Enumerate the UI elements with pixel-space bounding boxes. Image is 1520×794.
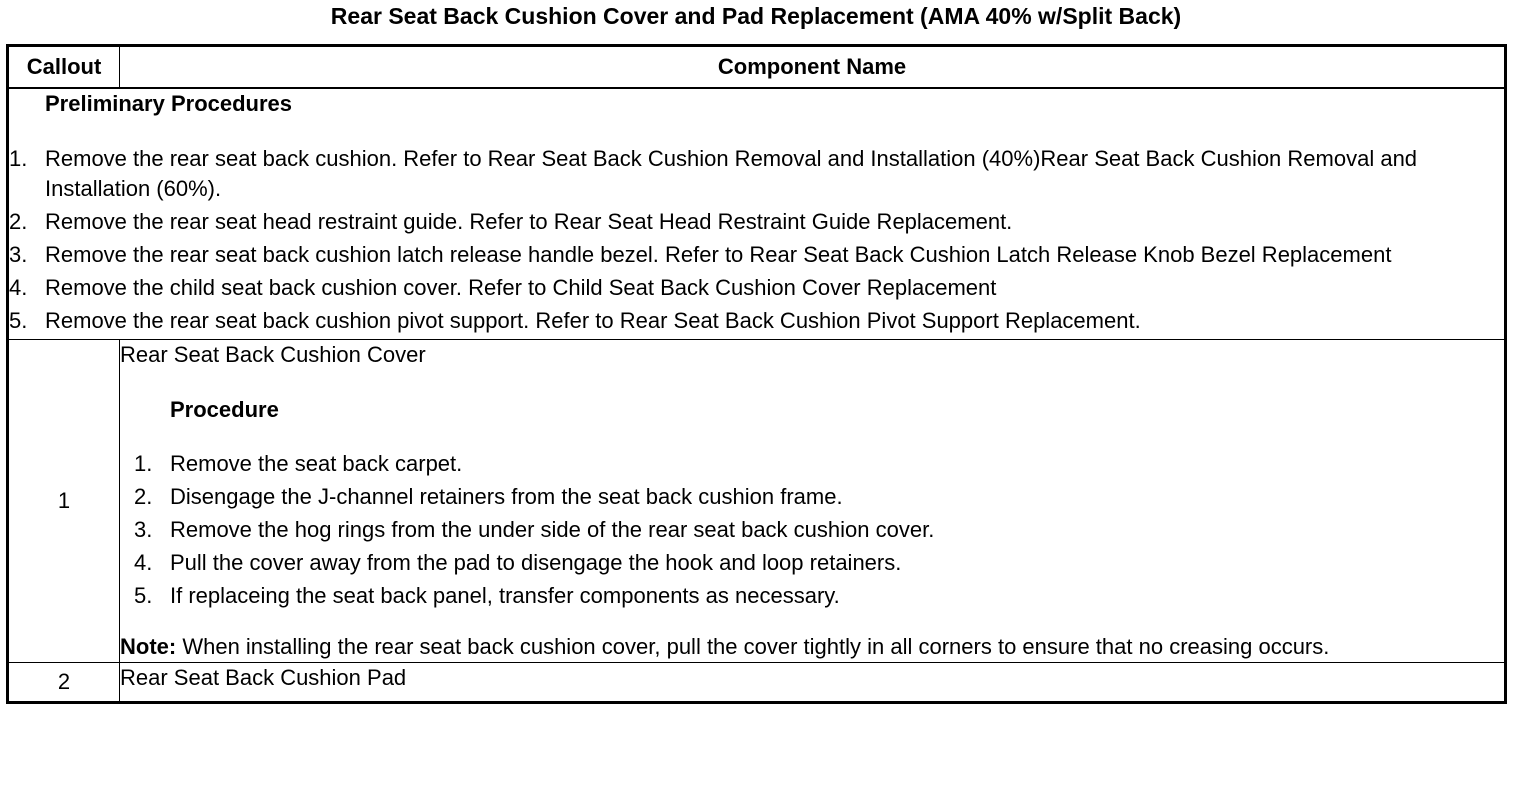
table-header-row: Callout Component Name	[7, 45, 1506, 89]
step-number: 1.	[134, 451, 153, 476]
list-item: 2. Disengage the J-channel retainers from…	[134, 482, 1504, 512]
step-text: Remove the rear seat back cushion. Refer…	[45, 146, 1418, 201]
component-cell: Rear Seat Back Cushion Cover Procedure 1…	[119, 339, 1506, 663]
list-item: 1. Remove the seat back carpet.	[134, 449, 1504, 479]
component-table: Callout Component Name Preliminary Proce…	[6, 44, 1507, 704]
step-text: Remove the rear seat back cushion pivot …	[45, 308, 1141, 333]
step-text: Remove the rear seat back cushion latch …	[45, 242, 1392, 267]
step-text: Pull the cover away from the pad to dise…	[170, 550, 902, 575]
procedure-steps-list: 1. Remove the seat back carpet. 2. Disenga…	[134, 449, 1504, 611]
step-text: Remove the seat back carpet.	[170, 451, 463, 476]
list-item: 3. Remove the hog rings from the under si…	[134, 515, 1504, 545]
note-text: When installing the rear seat back cushi…	[176, 634, 1330, 659]
table-row: 1 Rear Seat Back Cushion Cover Procedure…	[7, 339, 1506, 663]
step-number: 4.	[134, 550, 153, 575]
step-number: 5.	[134, 583, 153, 608]
callout-number: 2	[7, 662, 120, 703]
step-number: 2.	[9, 209, 28, 234]
step-text: Remove the rear seat head restraint guid…	[45, 209, 1013, 234]
callout-number: 1	[7, 339, 120, 663]
step-text: If replaceing the seat back panel, trans…	[170, 583, 840, 608]
procedure-block: Procedure 1. Remove the seat back carpet.…	[134, 395, 1504, 611]
component-name: Rear Seat Back Cushion Pad	[119, 662, 1506, 703]
list-item: 5. If replaceing the seat back panel, tra…	[134, 581, 1504, 611]
step-text: Remove the child seat back cushion cover…	[45, 275, 997, 300]
note-label: Note:	[120, 634, 177, 659]
list-item: 2. Remove the rear seat head restraint gu…	[9, 207, 1504, 237]
list-item: 1. Remove the rear seat back cushion. Ref…	[9, 144, 1504, 204]
step-number: 3.	[9, 242, 28, 267]
component-name: Rear Seat Back Cushion Cover	[120, 342, 426, 367]
list-item: 3. Remove the rear seat back cushion latc…	[9, 240, 1504, 270]
preliminary-steps-list: 1. Remove the rear seat back cushion. Ref…	[9, 144, 1504, 336]
table-row: 2 Rear Seat Back Cushion Pad	[7, 662, 1506, 703]
note-paragraph: Note: When installing the rear seat back…	[120, 632, 1504, 662]
preliminary-heading: Preliminary Procedures	[45, 91, 293, 116]
callout-column-header: Callout	[7, 45, 120, 89]
preliminary-procedures-cell: Preliminary Procedures 1. Remove the rear…	[7, 87, 1506, 340]
step-text: Remove the hog rings from the under side…	[170, 517, 935, 542]
step-number: 3.	[134, 517, 153, 542]
step-number: 2.	[134, 484, 153, 509]
component-column-header: Component Name	[119, 45, 1506, 89]
document-title: Rear Seat Back Cushion Cover and Pad Rep…	[330, 3, 1182, 29]
step-number: 1.	[9, 146, 28, 171]
list-item: 4. Remove the child seat back cushion cov…	[9, 273, 1504, 303]
list-item: 5. Remove the rear seat back cushion pivo…	[9, 306, 1504, 336]
step-text: Disengage the J-channel retainers from t…	[170, 484, 843, 509]
preliminary-row: Preliminary Procedures 1. Remove the rear…	[7, 87, 1506, 340]
list-item: 4. Pull the cover away from the pad to di…	[134, 548, 1504, 578]
procedure-heading: Procedure	[170, 397, 279, 422]
step-number: 5.	[9, 308, 28, 333]
step-number: 4.	[9, 275, 28, 300]
